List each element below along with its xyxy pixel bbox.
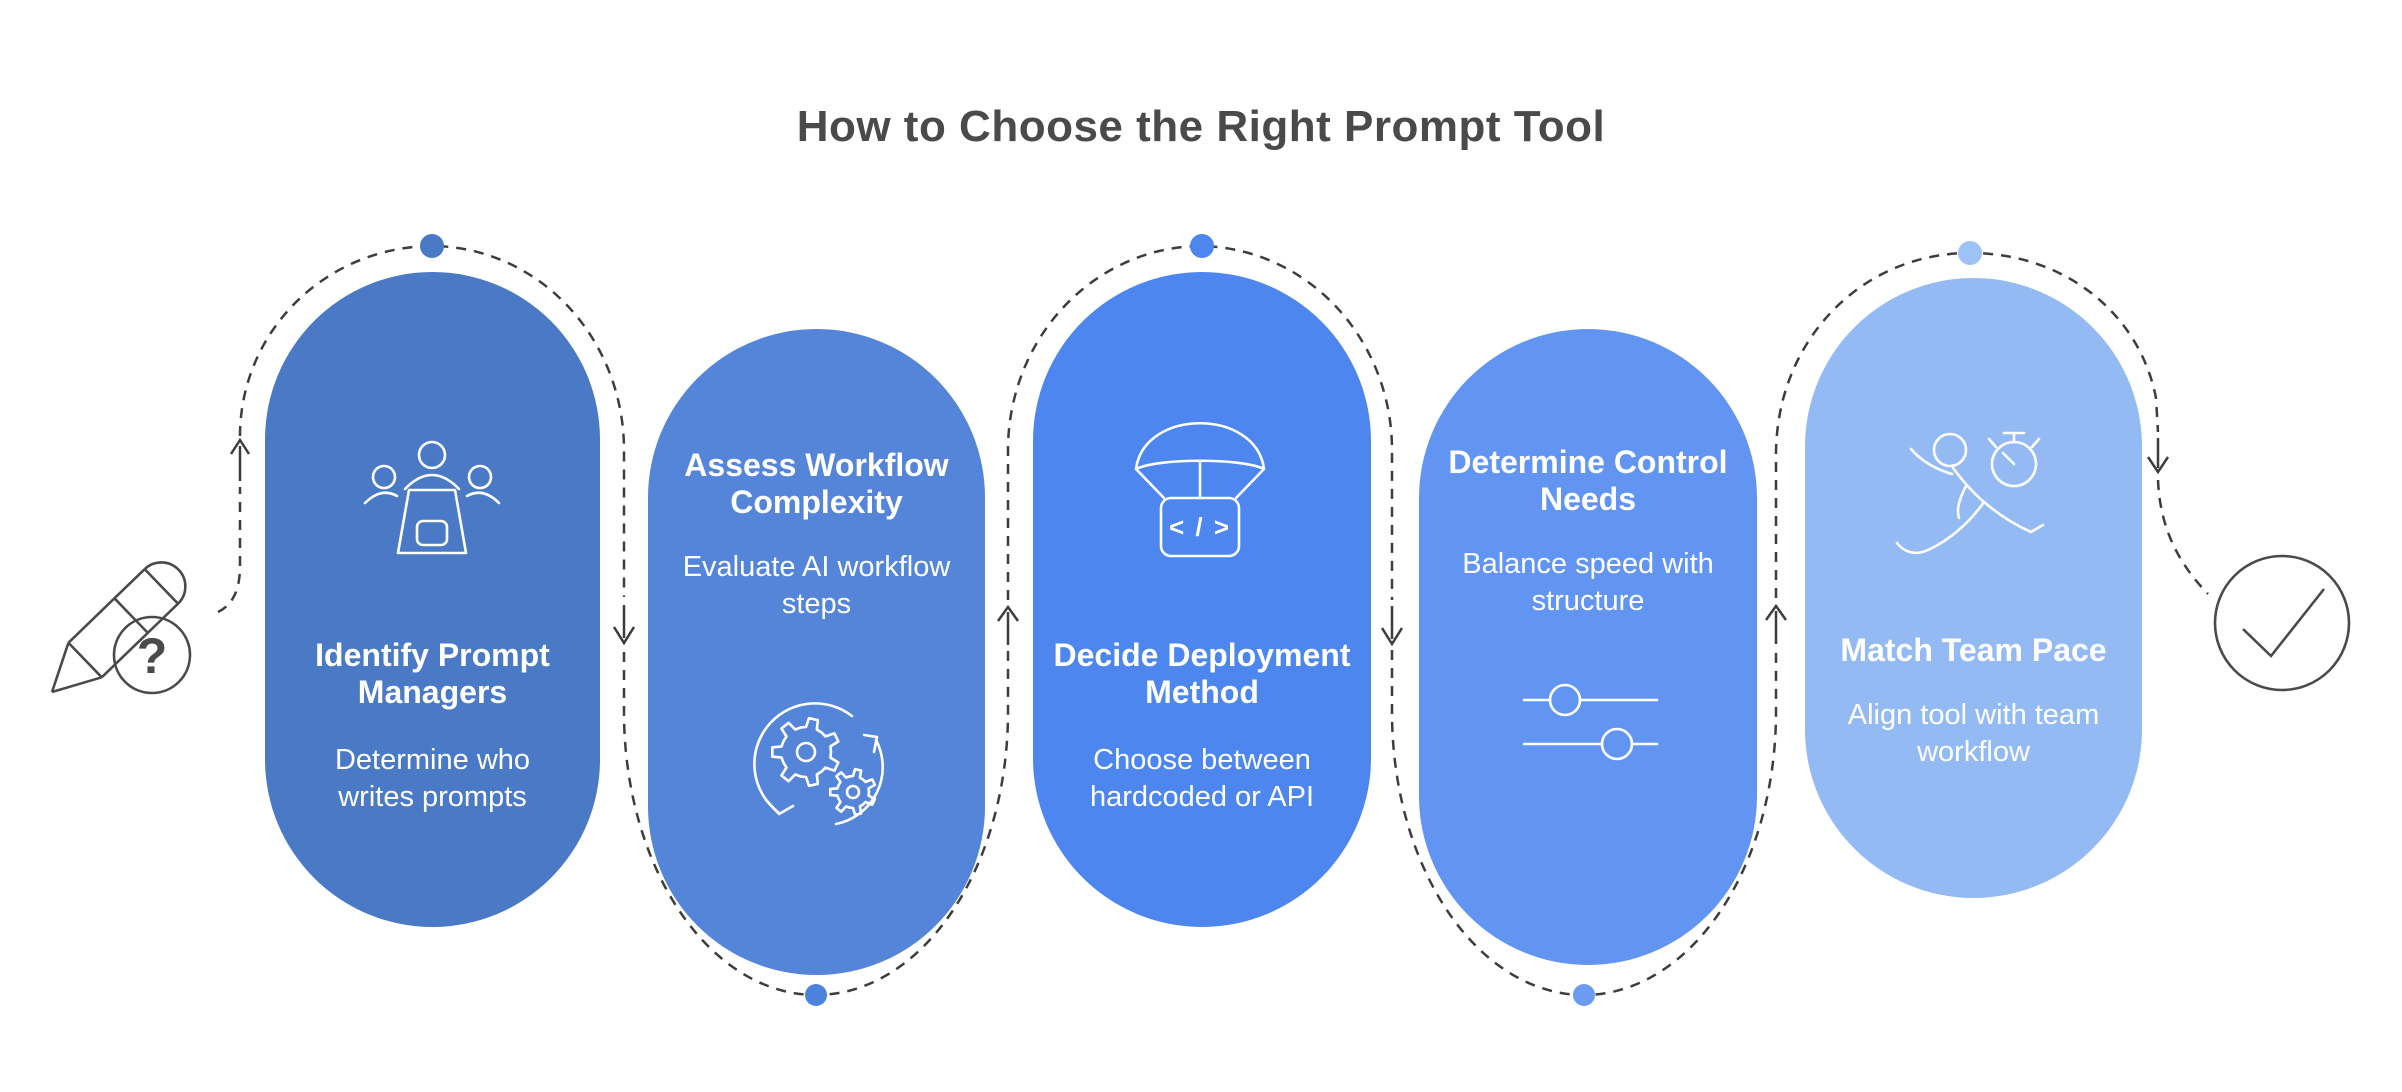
- down-arrow-1: [612, 605, 636, 646]
- step-5-description: Align tool with team workflow: [1847, 699, 2100, 768]
- connector-dot-2: [805, 984, 827, 1006]
- step-card-5: Match Team Pace Align tool with team wor…: [1805, 278, 2142, 898]
- step-card-3: Decide Deployment Method Choose between …: [1033, 272, 1371, 927]
- connector-dot-5: [1958, 241, 1982, 265]
- step-3-description: Choose between hardcoded or API: [1089, 744, 1315, 813]
- step-5-heading: Match Team Pace: [1840, 632, 2107, 668]
- up-arrow-3: [1764, 603, 1788, 644]
- question-circle-icon: ?: [112, 615, 192, 695]
- step-card-4: Determine Control Needs Balance speed wi…: [1419, 329, 1757, 965]
- connector-dot-3: [1190, 234, 1214, 258]
- step-1-heading: Identify Prompt Managers: [315, 637, 550, 710]
- up-arrow-2: [996, 604, 1020, 645]
- step-card-2: Assess Workflow Complexity Evaluate AI w…: [648, 329, 985, 975]
- step-2-heading: Assess Workflow Complexity: [684, 447, 949, 520]
- up-arrow-1: [229, 437, 251, 481]
- step-4-heading: Determine Control Needs: [1448, 444, 1728, 517]
- step-2-description: Evaluate AI workflow steps: [682, 551, 951, 620]
- step-4-description: Balance speed with structure: [1462, 548, 1714, 617]
- check-circle-icon: [2213, 554, 2351, 692]
- down-arrow-2: [1380, 606, 1404, 647]
- step-card-1: Identify Prompt Managers Determine who w…: [265, 272, 600, 927]
- down-arrow-3: [2146, 438, 2170, 475]
- pencil-icon: [50, 561, 187, 694]
- connector-dot-4: [1573, 984, 1595, 1006]
- connector-dot-1: [420, 234, 444, 258]
- page-title: How to Choose the Right Prompt Tool: [796, 102, 1606, 151]
- svg-text:?: ?: [137, 628, 168, 684]
- step-1-description: Determine who writes prompts: [334, 744, 531, 813]
- step-3-heading: Decide Deployment Method: [1053, 637, 1351, 710]
